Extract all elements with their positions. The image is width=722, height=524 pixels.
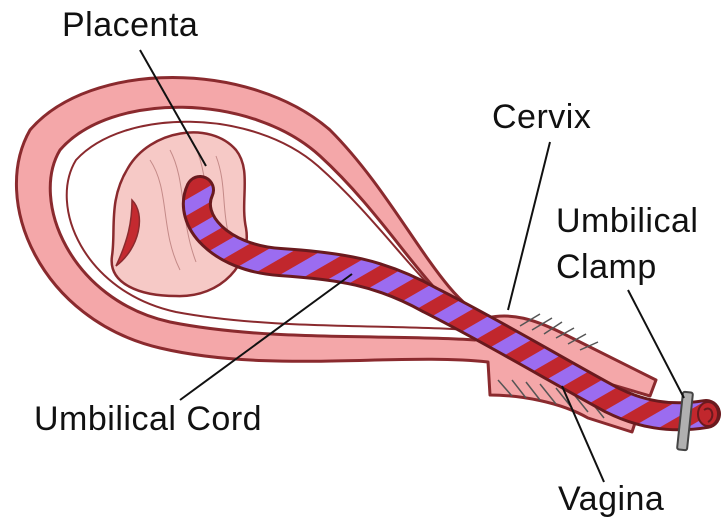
cervix-label: Cervix — [492, 100, 591, 134]
umbilical-clamp — [677, 392, 693, 451]
umbilical-clamp-label-line2: Clamp — [556, 250, 657, 284]
placenta-label: Placenta — [62, 8, 198, 42]
umbilical-cord-label: Umbilical Cord — [34, 402, 262, 436]
cervix-leader — [508, 142, 550, 310]
cord-cut-end — [698, 402, 718, 426]
vagina-label: Vagina — [558, 482, 664, 516]
umbilical-clamp-label-line1: Umbilical — [556, 204, 698, 238]
